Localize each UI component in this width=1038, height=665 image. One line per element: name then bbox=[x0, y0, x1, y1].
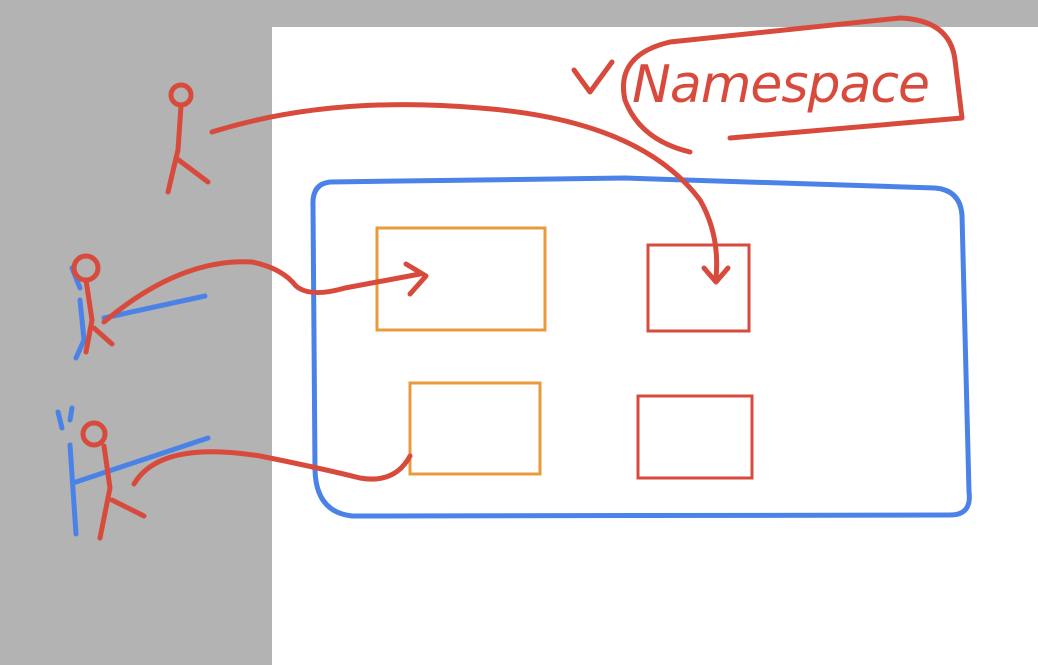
namespace-callout-bubble bbox=[621, 15, 965, 155]
orange-box-bottom bbox=[408, 381, 542, 476]
user-bottom-icon bbox=[55, 405, 211, 541]
orange-box-top bbox=[375, 226, 547, 332]
checkmark-icon bbox=[571, 59, 615, 95]
access-arrow-bottom bbox=[131, 449, 413, 487]
drawing-canvas[interactable] bbox=[272, 27, 1038, 665]
namespace-boundary bbox=[310, 175, 972, 519]
arrowhead-top bbox=[701, 265, 731, 285]
red-box-bottom bbox=[636, 394, 754, 480]
user-middle-icon bbox=[69, 253, 208, 361]
arrowhead-middle bbox=[403, 261, 429, 297]
access-arrow-middle bbox=[101, 259, 423, 325]
namespace-label: Namespace bbox=[632, 55, 929, 115]
red-box-top bbox=[646, 243, 751, 333]
access-arrow-top bbox=[209, 102, 720, 281]
user-top-icon bbox=[165, 82, 211, 195]
